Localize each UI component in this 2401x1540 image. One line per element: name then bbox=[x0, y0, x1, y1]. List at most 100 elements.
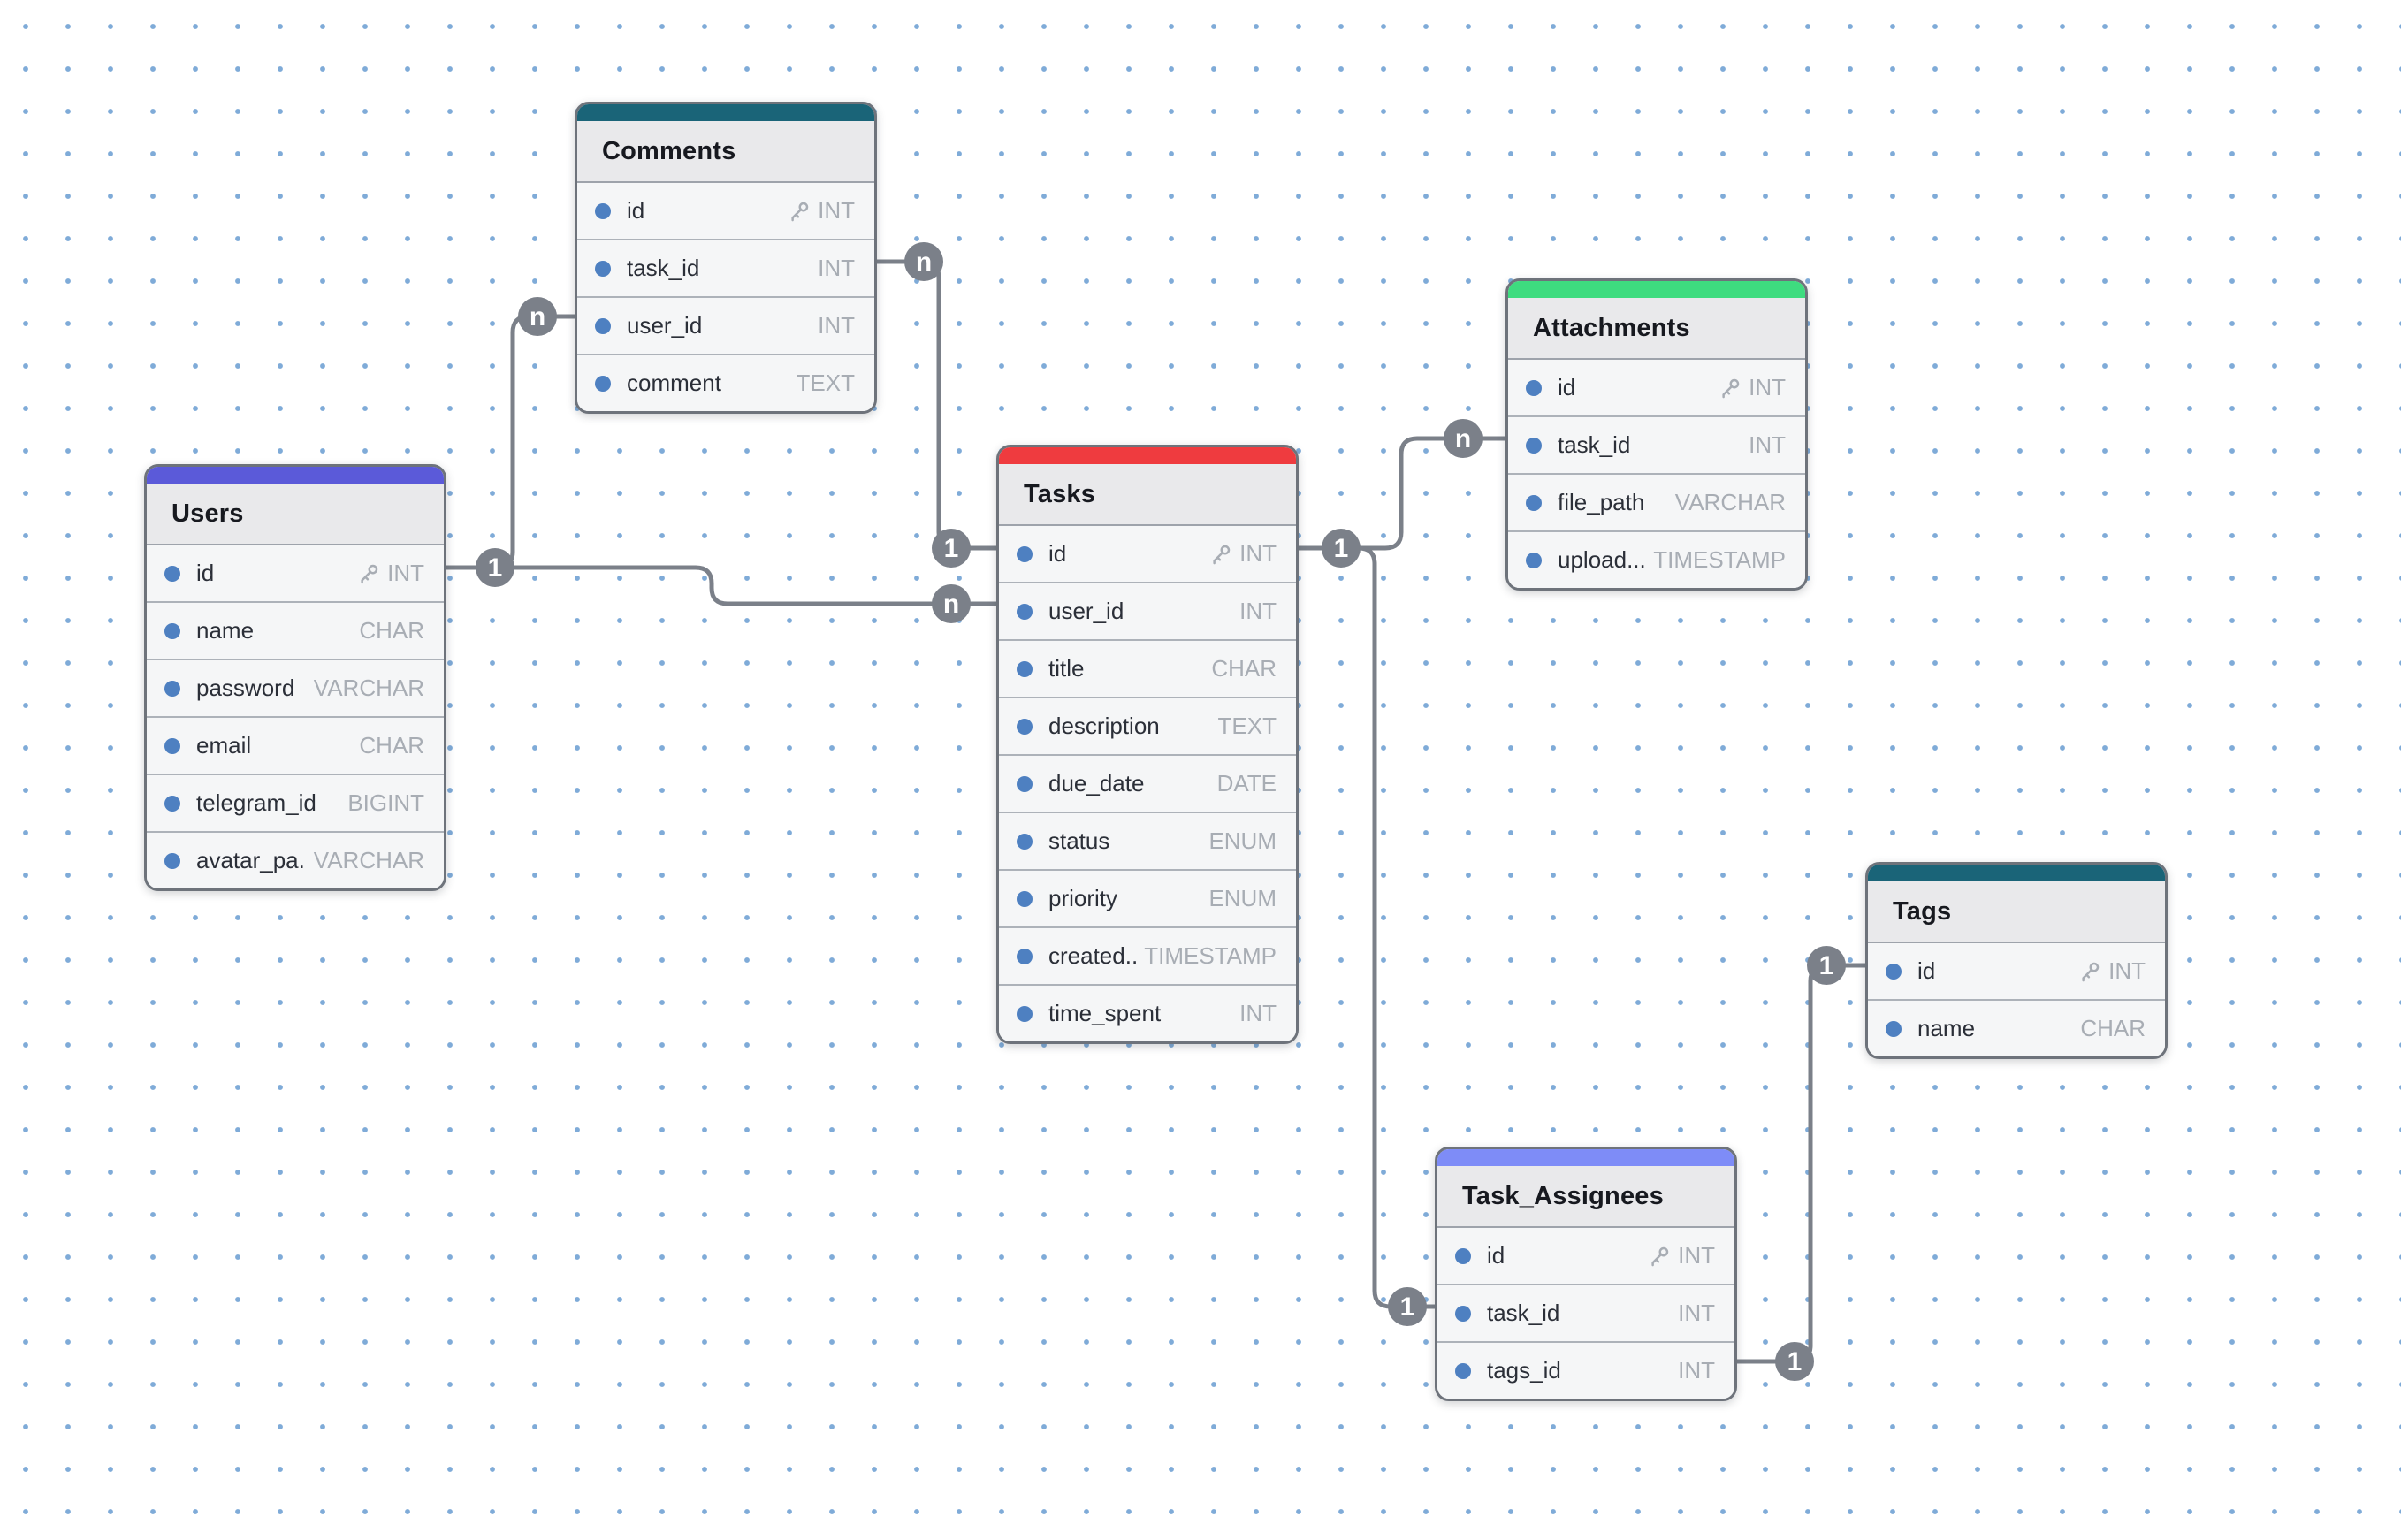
field-type-group: DATE bbox=[1217, 770, 1277, 797]
field-row-comments-user_id[interactable]: user_id INT bbox=[577, 298, 874, 355]
field-dot-icon bbox=[1017, 890, 1033, 907]
field-type-group: VARCHAR bbox=[314, 847, 424, 874]
field-name: user_id bbox=[627, 312, 703, 339]
field-type-group: INT bbox=[1749, 431, 1786, 459]
field-row-users-avatar_pa[interactable]: avatar_pa... VARCHAR bbox=[147, 833, 444, 888]
cardinality-badge-label: 1 bbox=[1787, 1347, 1803, 1376]
field-row-attachments-upload[interactable]: upload... TIMESTAMP bbox=[1508, 532, 1805, 588]
table-attachments[interactable]: Attachments id INT task_id INT bbox=[1505, 278, 1808, 591]
field-dot-icon bbox=[164, 680, 180, 697]
relationship-edge-comments-task_id-to-tasks-id[interactable] bbox=[877, 259, 996, 551]
field-type: TIMESTAMP bbox=[1653, 546, 1786, 573]
field-row-tasks-priority[interactable]: priority ENUM bbox=[999, 871, 1296, 928]
field-type-group: ENUM bbox=[1208, 885, 1277, 912]
field-row-tasks-title[interactable]: title CHAR bbox=[999, 641, 1296, 698]
field-row-tasks-description[interactable]: description TEXT bbox=[999, 698, 1296, 756]
field-row-users-password[interactable]: password VARCHAR bbox=[147, 660, 444, 718]
field-type: CHAR bbox=[359, 617, 424, 644]
field-name: upload... bbox=[1558, 546, 1646, 573]
relationship-edge-tasks-id-to-task_assignees-task_id[interactable] bbox=[1297, 545, 1435, 1309]
field-type-group: INT bbox=[1209, 540, 1277, 568]
field-name: id bbox=[627, 197, 645, 224]
table-users[interactable]: Users id INT name CHAR bbox=[144, 464, 446, 891]
field-row-users-id[interactable]: id INT bbox=[147, 545, 444, 603]
field-type: INT bbox=[1678, 1242, 1715, 1269]
field-type-group: CHAR bbox=[1211, 655, 1277, 682]
primary-key-icon bbox=[788, 200, 811, 223]
field-row-tasks-time_spent[interactable]: time_spent INT bbox=[999, 986, 1296, 1041]
field-row-comments-comment[interactable]: comment TEXT bbox=[577, 355, 874, 411]
field-row-attachments-task_id[interactable]: task_id INT bbox=[1508, 417, 1805, 475]
field-name: tags_id bbox=[1487, 1357, 1561, 1384]
field-row-users-email[interactable]: email CHAR bbox=[147, 718, 444, 775]
table-accent-strip bbox=[147, 467, 444, 484]
table-tags[interactable]: Tags id INT name CHAR bbox=[1865, 862, 2168, 1059]
table-accent-strip bbox=[577, 104, 874, 121]
table-accent-strip bbox=[1508, 281, 1805, 298]
cardinality-badge: 1 bbox=[1807, 946, 1846, 985]
table-header[interactable]: Comments bbox=[577, 121, 874, 183]
table-fields: id INT name CHAR password bbox=[147, 545, 444, 888]
field-row-users-name[interactable]: name CHAR bbox=[147, 603, 444, 660]
cardinality-badge-label: n bbox=[1455, 424, 1471, 454]
field-row-attachments-id[interactable]: id INT bbox=[1508, 360, 1805, 417]
relationship-edge-tasks-id-to-attachments-task_id[interactable] bbox=[1297, 436, 1505, 551]
relationship-edge-tags-id-to-task_assignees-tags_id[interactable] bbox=[1737, 963, 1865, 1364]
cardinality-badge-label: 1 bbox=[1334, 534, 1349, 563]
field-row-tags-id[interactable]: id INT bbox=[1868, 943, 2165, 1001]
table-header[interactable]: Task_Assignees bbox=[1437, 1166, 1734, 1228]
field-row-users-telegram_id[interactable]: telegram_id BIGINT bbox=[147, 775, 444, 833]
field-dot-icon bbox=[1526, 494, 1542, 511]
field-type: TEXT bbox=[1217, 713, 1277, 739]
field-row-task_assignees-task_id[interactable]: task_id INT bbox=[1437, 1285, 1734, 1343]
field-row-task_assignees-tags_id[interactable]: tags_id INT bbox=[1437, 1343, 1734, 1399]
field-type: VARCHAR bbox=[313, 675, 424, 701]
field-dot-icon bbox=[164, 622, 180, 639]
field-row-comments-id[interactable]: id INT bbox=[577, 183, 874, 240]
field-type-group: TEXT bbox=[797, 370, 855, 397]
field-type-group: BIGINT bbox=[347, 789, 424, 817]
field-type: INT bbox=[1239, 540, 1277, 567]
table-header[interactable]: Users bbox=[147, 484, 444, 545]
field-row-tasks-id[interactable]: id INT bbox=[999, 526, 1296, 583]
table-name: Tasks bbox=[1024, 479, 1096, 508]
field-type: INT bbox=[1749, 374, 1786, 400]
field-type-group: INT bbox=[1678, 1300, 1715, 1327]
field-row-tasks-status[interactable]: status ENUM bbox=[999, 813, 1296, 871]
field-row-tasks-due_date[interactable]: due_date DATE bbox=[999, 756, 1296, 813]
field-row-tasks-created[interactable]: created... TIMESTAMP bbox=[999, 928, 1296, 986]
field-name: id bbox=[1558, 374, 1576, 400]
field-row-tags-name[interactable]: name CHAR bbox=[1868, 1001, 2165, 1056]
field-type-group: CHAR bbox=[2080, 1015, 2146, 1042]
field-row-tasks-user_id[interactable]: user_id INT bbox=[999, 583, 1296, 641]
cardinality-badge: 1 bbox=[1388, 1287, 1427, 1326]
field-dot-icon bbox=[1017, 833, 1033, 850]
field-name: id bbox=[1917, 957, 1936, 984]
cardinality-badge-label: 1 bbox=[944, 534, 959, 563]
field-dot-icon bbox=[1455, 1362, 1471, 1379]
field-name: description bbox=[1048, 713, 1160, 739]
relationship-edge-users-id-to-comments-user_id[interactable] bbox=[446, 314, 575, 570]
field-name: status bbox=[1048, 827, 1110, 854]
field-name: telegram_id bbox=[196, 789, 316, 816]
field-dot-icon bbox=[1886, 1020, 1902, 1037]
table-task_assignees[interactable]: Task_Assignees id INT task_id INT bbox=[1435, 1147, 1737, 1401]
relationship-edge-users-id-to-tasks-user_id[interactable] bbox=[446, 565, 996, 606]
table-header[interactable]: Attachments bbox=[1508, 298, 1805, 360]
field-name: task_id bbox=[627, 255, 700, 281]
table-header[interactable]: Tags bbox=[1868, 881, 2165, 943]
cardinality-badge-circle bbox=[1444, 419, 1483, 458]
field-row-attachments-file_path[interactable]: file_path VARCHAR bbox=[1508, 475, 1805, 532]
field-row-task_assignees-id[interactable]: id INT bbox=[1437, 1228, 1734, 1285]
field-type: INT bbox=[818, 197, 855, 224]
field-row-comments-task_id[interactable]: task_id INT bbox=[577, 240, 874, 298]
field-dot-icon bbox=[1017, 603, 1033, 620]
field-name: user_id bbox=[1048, 598, 1124, 624]
table-header[interactable]: Tasks bbox=[999, 464, 1296, 526]
table-tasks[interactable]: Tasks id INT user_id INT bbox=[996, 445, 1299, 1044]
table-comments[interactable]: Comments id INT task_id INT bbox=[575, 102, 877, 414]
field-dot-icon bbox=[595, 375, 611, 392]
field-type-group: INT bbox=[357, 560, 424, 587]
field-type: TEXT bbox=[796, 370, 855, 396]
